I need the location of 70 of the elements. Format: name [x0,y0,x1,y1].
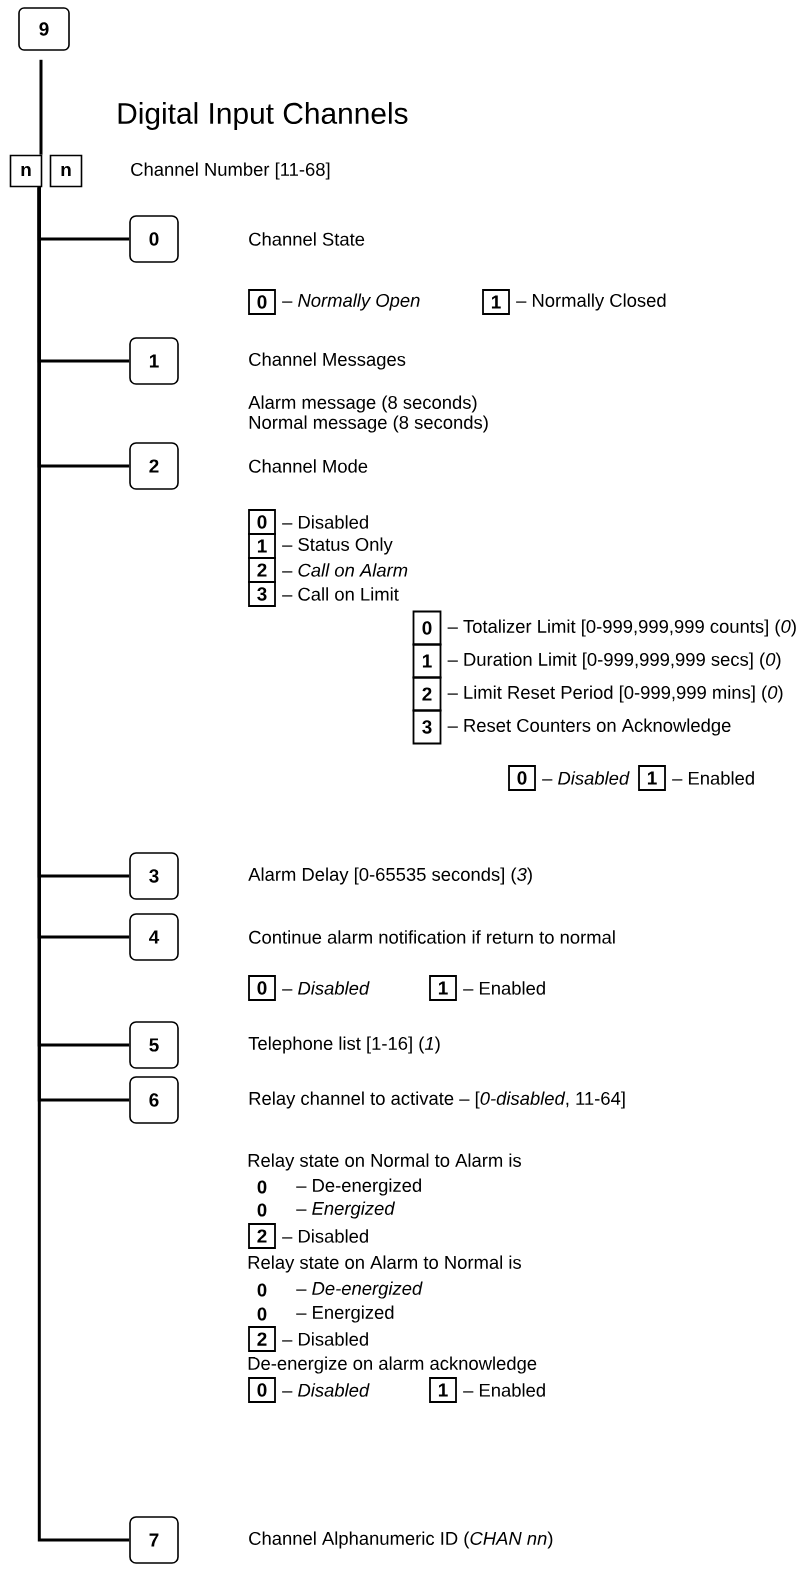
note-text: – De-energized [296,1281,423,1299]
option-text: – Disabled [282,1332,368,1346]
option-box: 3 [248,581,276,607]
option-text: – Duration Limit [0-999,999,999 secs] (0) [447,652,781,670]
digit-box: n [49,154,83,188]
menu-key-box: 4 [129,913,179,961]
option-box: 1 [248,533,276,559]
option-box: 3 [412,709,442,745]
option-box: 0 [412,610,442,646]
note-text: – Energized [296,1201,396,1219]
note-text: Alarm Delay [0-65535 seconds] (3) [248,867,532,885]
option-text: – Call on Alarm [282,563,408,577]
note-text: Continue alarm notification if return to normal [249,930,615,944]
option-digit: 0 [257,1180,267,1194]
option-text: – Normally Closed [516,293,666,311]
note-text: Relay channel to activate – [0-disabled, 11-64] [249,1091,625,1109]
menu-key-box: 3 [129,852,179,900]
note-text: De-energize on alarm acknowledge [248,1356,537,1374]
option-box: 0 [508,765,536,791]
menu-key-box: 7 [129,1516,179,1564]
option-box: 1 [429,975,457,1001]
option-box: 1 [482,289,510,315]
option-box: 0 [248,975,276,1001]
menu-key-box: 2 [129,442,179,490]
option-text: – Reset Counters on Acknowledge [447,718,731,736]
option-box: 1 [638,765,666,791]
menu-key-box: 1 [129,337,179,385]
note-text: Channel Mode [249,459,368,473]
option-text: – Totalizer Limit [0-999,999,999 counts] (0) [447,619,796,637]
note-text: Channel Number [11-68] [131,162,330,180]
option-text: – Normally Open [282,293,420,311]
option-text: – Disabled [282,1229,368,1243]
note-text: Telephone list [1-16] (1) [248,1036,440,1054]
option-box: 2 [412,676,442,712]
option-text: – Enabled [463,981,545,995]
option-box: 0 [248,1377,276,1403]
note-text: Relay state on Normal to Alarm is [248,1153,521,1171]
note-text: Channel State [249,232,365,246]
note-text: Channel Alphanumeric ID (CHAN nn) [249,1531,553,1549]
option-text: – Disabled [282,981,370,995]
option-box: 2 [248,557,276,583]
note-text: – Energized [296,1305,394,1323]
option-text: – Disabled [282,1383,370,1397]
digit-box: n [9,154,43,188]
connector-line [37,187,130,1542]
option-text: – Enabled [463,1383,545,1397]
option-digit: 0 [257,1283,267,1297]
option-box: 2 [248,1223,276,1249]
option-text: – Limit Reset Period [0-999,999 mins] (0) [447,685,783,703]
option-box: 0 [248,289,276,315]
menu-key-box: 5 [129,1021,179,1069]
option-box: 0 [248,509,276,535]
option-text: – Status Only [282,537,393,555]
option-box: 1 [412,643,442,679]
option-text: – Call on Limit [282,587,399,601]
option-text: – Enabled [672,771,754,785]
note-text: Normal message (8 seconds) [249,415,488,433]
menu-key-box: 9 [18,7,70,51]
option-text: – Disabled [542,771,630,785]
connector-line [39,59,43,155]
option-box: 1 [429,1377,457,1403]
option-box: 2 [248,1326,276,1352]
option-text: – Disabled [282,515,368,529]
menu-key-box: 0 [129,215,179,263]
note-text: Channel Messages [249,352,406,370]
note-text: – De-energized [296,1178,421,1196]
menu-key-box: 6 [129,1076,179,1124]
note-text: Alarm message (8 seconds) [248,395,477,413]
note-text: Relay state on Alarm to Normal is [248,1255,521,1273]
title: Digital Input Channels [118,102,408,130]
